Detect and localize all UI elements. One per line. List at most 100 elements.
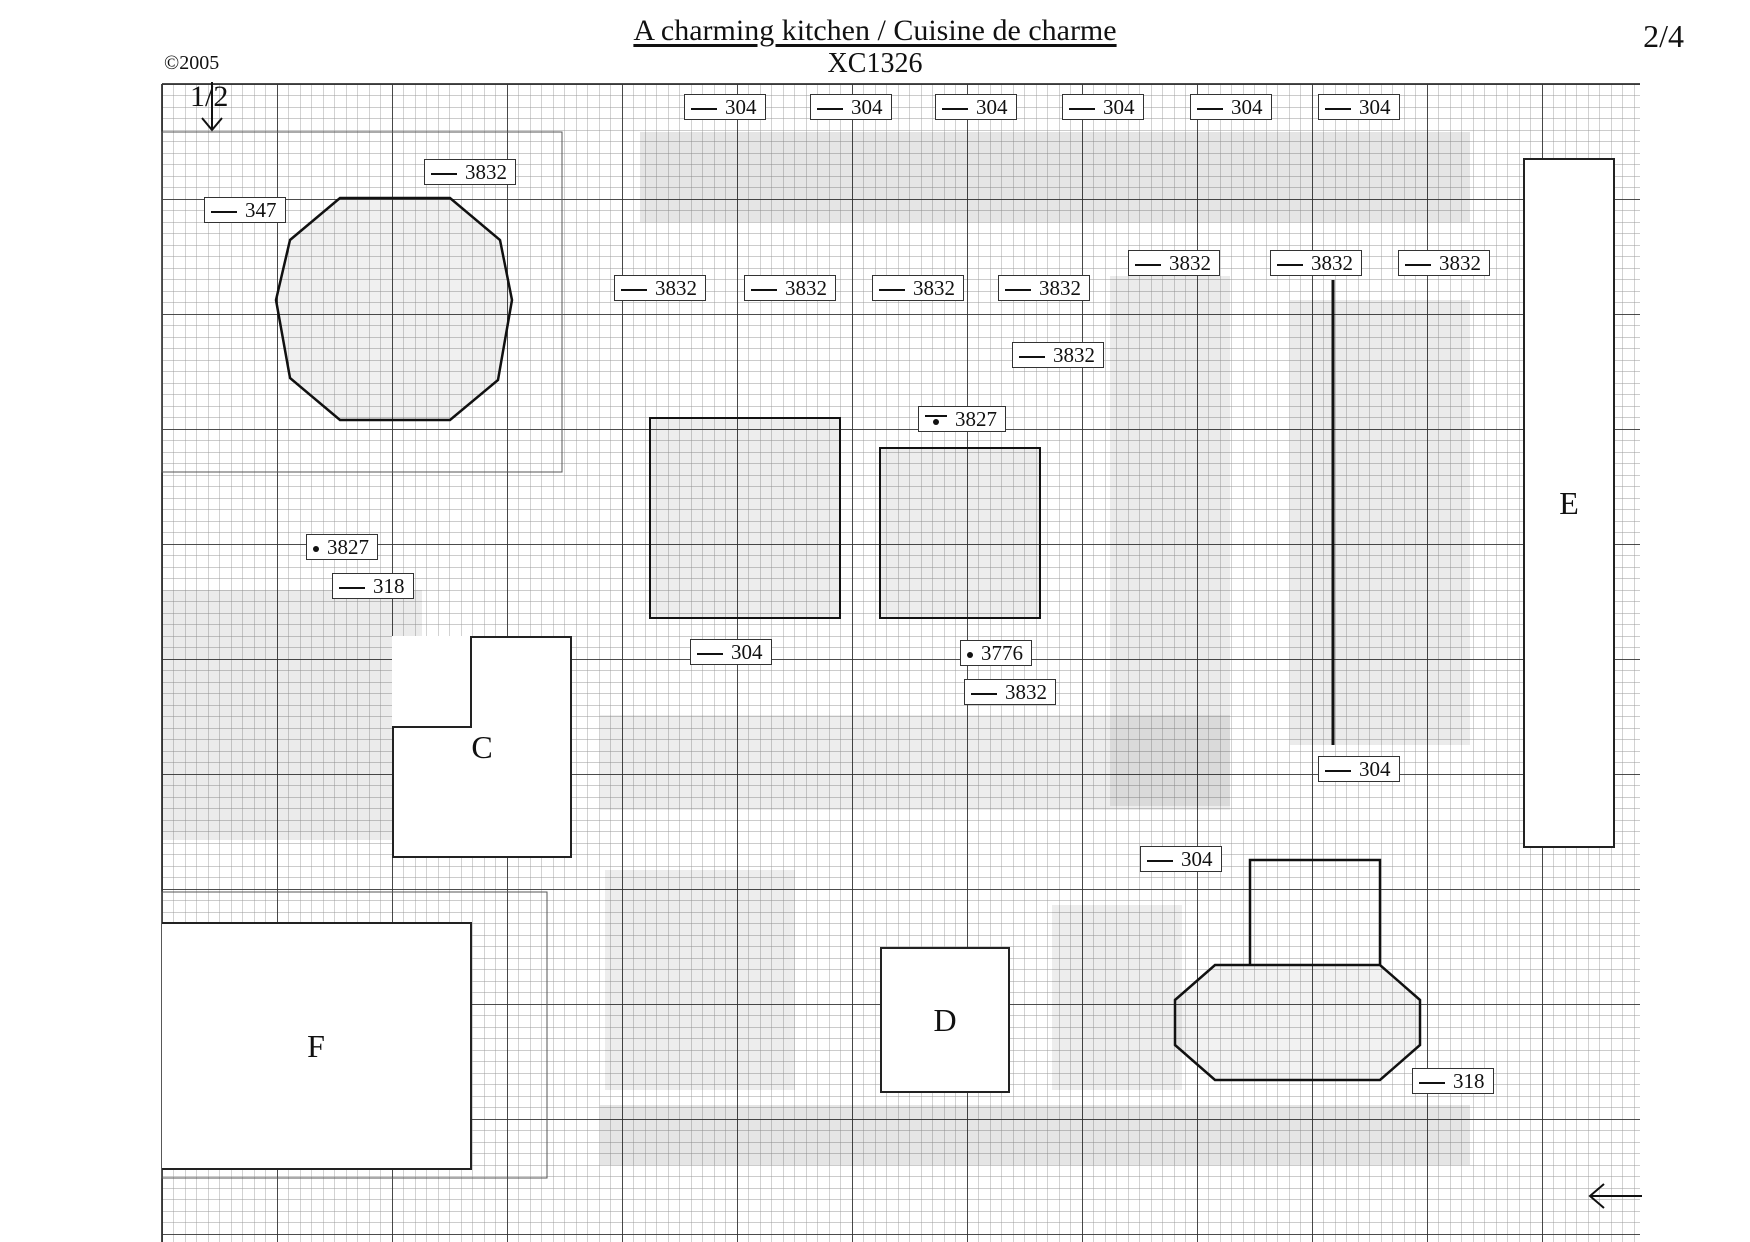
key-thread-number: 304 [1359,757,1391,781]
key-thread-number: 3832 [785,276,827,300]
key-marker-icon [1197,108,1223,111]
key-thread-number: 3832 [1439,251,1481,275]
key-thread-number: 3776 [981,641,1023,665]
color-key-label: 3832 [964,679,1056,705]
bottom-border-row [600,1105,1470,1165]
center-arrow-top [201,82,223,132]
key-marker-icon [967,652,973,659]
key-marker-icon [313,546,319,553]
hanging-utensils [640,132,1470,222]
color-key-label: 304 [810,94,892,120]
key-marker-icon [339,587,365,590]
teapot-motif [879,447,1041,619]
section-box-d: D [880,947,1010,1093]
key-thread-number: 347 [245,198,277,222]
key-marker-icon [817,108,843,111]
clock-motif [274,196,514,422]
key-thread-number: 3832 [465,160,507,184]
color-key-label: 3832 [1012,342,1104,368]
key-marker-icon [1325,770,1351,773]
flower-pot-motif [162,590,422,840]
key-marker-icon [751,289,777,292]
key-marker-icon [925,415,947,427]
pattern-code: XC1326 [827,48,923,79]
key-marker-icon [211,211,237,214]
color-key-label: 304 [690,639,772,665]
key-marker-icon [431,173,457,176]
key-thread-number: 304 [1181,847,1213,871]
center-mark-label: 1/2 [190,80,229,113]
key-marker-icon [1405,264,1431,267]
key-thread-number: 304 [976,95,1008,119]
color-key-label: 3832 [872,275,964,301]
color-key-label: 3832 [614,275,706,301]
color-key-label: 3832 [424,159,516,185]
page-number: 2/4 [1643,18,1684,54]
key-marker-icon [1135,264,1161,267]
key-marker-icon [1147,860,1173,863]
key-thread-number: 304 [725,95,757,119]
key-marker-icon [697,653,723,656]
key-marker-icon [621,289,647,292]
section-label-d: D [933,1001,957,1038]
color-key-label: 304 [1140,846,1222,872]
apple-motif [605,870,795,1090]
key-thread-number: 304 [851,95,883,119]
color-key-label: 318 [1412,1068,1494,1094]
key-thread-number: 304 [1359,95,1391,119]
key-thread-number: 3832 [1053,343,1095,367]
key-thread-number: 318 [1453,1069,1485,1093]
color-key-label: 3832 [1270,250,1362,276]
leaf-border-row [600,715,1230,810]
tall-jar-motif [1110,276,1230,806]
color-key-label: 3832 [744,275,836,301]
window-motif [1290,280,1470,745]
copyright-notice: ©2005 [164,52,220,74]
color-key-label: 3827 [918,406,1006,432]
key-thread-number: 3832 [1311,251,1353,275]
key-thread-number: 3832 [913,276,955,300]
key-thread-number: 304 [731,640,763,664]
section-box-f: F [162,922,472,1170]
section-box-c-notch [392,636,472,728]
key-marker-icon [1325,108,1351,111]
key-marker-icon [1005,289,1031,292]
color-key-label: 3832 [998,275,1090,301]
key-marker-icon [1419,1082,1445,1085]
jug-motif [649,417,841,619]
section-label-f: F [307,1027,325,1064]
section-label-c: C [471,728,493,765]
key-marker-icon [691,108,717,111]
key-thread-number: 304 [1103,95,1135,119]
key-marker-icon [1277,264,1303,267]
key-marker-icon [879,289,905,292]
basket-motif [1173,858,1422,1082]
color-key-label: 304 [1318,756,1400,782]
key-marker-icon [1069,108,1095,111]
key-thread-number: 3832 [655,276,697,300]
key-thread-number: 3827 [327,535,369,559]
center-arrow-right [1588,1183,1642,1209]
section-label-e: E [1559,484,1579,521]
color-key-label: 347 [204,197,286,223]
cup-motif [1052,905,1182,1090]
key-thread-number: 3832 [1039,276,1081,300]
color-key-label: 304 [935,94,1017,120]
key-thread-number: 318 [373,574,405,598]
color-key-label: 3827 [306,534,378,560]
color-key-label: 304 [1062,94,1144,120]
key-marker-icon [942,108,968,111]
key-thread-number: 304 [1231,95,1263,119]
color-key-label: 304 [1190,94,1272,120]
color-key-label: 3832 [1398,250,1490,276]
key-thread-number: 3827 [955,407,997,431]
key-marker-icon [1019,356,1045,359]
key-marker-icon [971,693,997,696]
color-key-label: 318 [332,573,414,599]
color-key-label: 304 [684,94,766,120]
key-thread-number: 3832 [1169,251,1211,275]
color-key-label: 3832 [1128,250,1220,276]
key-thread-number: 3832 [1005,680,1047,704]
color-key-label: 304 [1318,94,1400,120]
chart-title: A charming kitchen / Cuisine de charme [633,14,1117,47]
